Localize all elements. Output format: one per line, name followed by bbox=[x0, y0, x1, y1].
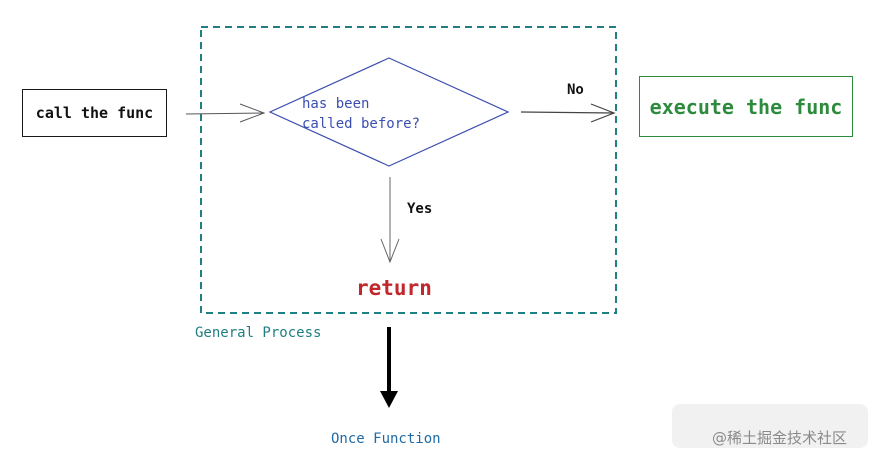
call-the-func-label: call the func bbox=[35, 104, 154, 122]
general-process-group-border bbox=[200, 26, 617, 314]
edge-label-yes: Yes bbox=[407, 201, 433, 217]
decision-label: has been called before? bbox=[302, 94, 472, 134]
execute-the-func-node: execute the func bbox=[639, 76, 853, 137]
arrow-yes bbox=[380, 177, 400, 264]
watermark-text: @稀土掘金技术社区 bbox=[712, 429, 848, 447]
call-the-func-node: call the func bbox=[22, 89, 167, 137]
arrow-call-to-decision bbox=[185, 103, 266, 123]
watermark-backdrop bbox=[672, 404, 868, 448]
arrow-no bbox=[520, 103, 616, 123]
return-node: return bbox=[356, 276, 432, 300]
once-function-label: Once Function bbox=[331, 431, 441, 447]
edge-label-no: No bbox=[567, 82, 584, 98]
general-process-label: General Process bbox=[195, 325, 322, 341]
decision-diamond bbox=[268, 57, 510, 167]
decision-label-line1: has been bbox=[302, 96, 370, 112]
execute-the-func-label: execute the func bbox=[649, 94, 843, 119]
arrow-to-once-function bbox=[380, 327, 398, 408]
decision-label-line2: called before? bbox=[302, 116, 421, 132]
